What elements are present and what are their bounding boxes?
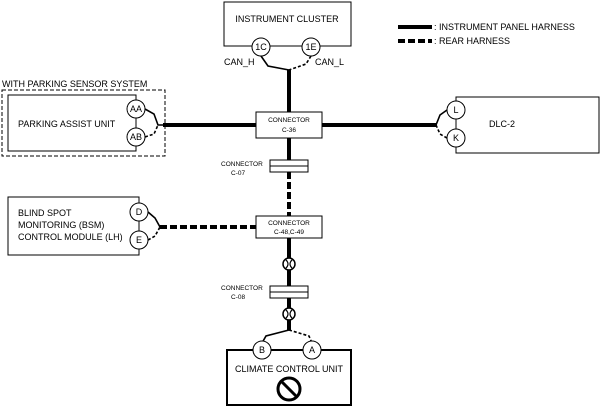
pin-a <box>302 340 322 360</box>
bsm-module-box <box>7 196 140 256</box>
pin-e <box>129 230 149 250</box>
twisted-pair-marker-upper <box>282 257 296 271</box>
wire-1c-can-h <box>260 55 290 71</box>
wire-1e-can-l <box>288 55 312 71</box>
parking-sensor-group-label: WITH PARKING SENSOR SYSTEM <box>2 79 147 89</box>
wire-ab <box>144 124 159 138</box>
connector-c36-word: CONNECTOR <box>268 117 310 124</box>
can-l-label: CAN_L <box>315 57 344 67</box>
pin-k <box>446 128 466 148</box>
connector-c07-word: CONNECTOR <box>221 161 263 168</box>
twisted-pair-icon <box>282 307 296 321</box>
parking-assist-group: WITH PARKING SENSOR SYSTEM PARKING ASSIS… <box>1 79 166 157</box>
pin-a-label: A <box>309 345 315 355</box>
instrument-cluster-box <box>223 1 352 47</box>
pin-l-label: L <box>453 105 458 115</box>
parking-option-dashed-frame <box>1 89 166 157</box>
bsm-label-line2: MONITORING (BSM) <box>18 220 104 230</box>
connector-c07: CONNECTOR C-07 <box>221 159 309 177</box>
wire-aa <box>144 108 163 126</box>
connector-c48-c49: CONNECTOR C-48,C-49 <box>255 215 323 239</box>
instrument-cluster: INSTRUMENT CLUSTER 1C 1E CAN_H CAN_L <box>223 1 352 71</box>
pin-b <box>252 340 272 360</box>
twisted-pair-marker-lower <box>282 307 296 321</box>
prohibited-ring <box>276 376 302 402</box>
connector-c48-id: C-48,C-49 <box>274 229 304 236</box>
pin-1c-label: 1C <box>255 42 267 52</box>
legend: : INSTRUMENT PANEL HARNESS : REAR HARNES… <box>398 22 575 46</box>
twist-strands <box>284 308 294 320</box>
wire-b <box>261 329 290 344</box>
pin-d-label: D <box>136 207 143 217</box>
wire-l <box>435 109 448 126</box>
connector-c36-box <box>255 111 323 139</box>
pin-aa <box>126 99 146 119</box>
pin-1c <box>251 37 271 57</box>
bsm-module: BLIND SPOT MONITORING (BSM) CONTROL MODU… <box>7 196 161 256</box>
pin-aa-label: AA <box>130 104 142 114</box>
climate-control-unit-label: CLIMATE CONTROL UNIT <box>235 364 344 374</box>
connector-c07-id: C-07 <box>231 170 245 177</box>
connector-c36-id: C-36 <box>282 127 296 134</box>
connector-c08-id: C-08 <box>231 294 245 301</box>
twist-strands <box>284 258 294 270</box>
legend-instrument-panel-harness: : INSTRUMENT PANEL HARNESS <box>434 22 575 32</box>
climate-control-unit-box <box>226 349 352 406</box>
dlc-2-label: DLC-2 <box>489 119 515 129</box>
parking-assist-unit-box <box>7 94 137 152</box>
legend-rear-harness: : REAR HARNESS <box>434 36 510 46</box>
pin-d <box>129 202 149 222</box>
dlc-2: DLC-2 L K <box>435 96 600 154</box>
prohibited-icon <box>276 376 302 402</box>
prohibited-slash <box>279 379 299 399</box>
connector-c48-box <box>255 215 323 239</box>
pin-k-label: K <box>453 133 459 143</box>
wire-e <box>147 226 161 241</box>
wire-k <box>435 124 448 139</box>
pin-b-label: B <box>259 345 265 355</box>
pin-ab <box>126 127 146 147</box>
bsm-label-line3: CONTROL MODULE (LH) <box>18 232 123 242</box>
connector-c08-word: CONNECTOR <box>221 285 263 292</box>
twisted-pair-icon <box>282 257 296 271</box>
can-h-label: CAN_H <box>224 57 255 67</box>
connector-c08: CONNECTOR C-08 <box>221 285 309 301</box>
pin-e-label: E <box>136 235 142 245</box>
wire-a <box>288 329 313 344</box>
instrument-cluster-label: INSTRUMENT CLUSTER <box>235 14 339 24</box>
wire-d <box>147 211 161 228</box>
parking-assist-unit-label: PARKING ASSIST UNIT <box>18 119 116 129</box>
pin-ab-label: AB <box>130 132 142 142</box>
connector-c48-word: CONNECTOR <box>268 220 310 227</box>
pin-1e <box>301 37 321 57</box>
pin-1e-label: 1E <box>305 42 316 52</box>
dlc-2-box <box>455 96 600 154</box>
pin-l <box>446 100 466 120</box>
climate-control-unit: B A CLIMATE CONTROL UNIT <box>226 329 352 406</box>
connector-c36: CONNECTOR C-36 <box>255 111 323 139</box>
bsm-label-line1: BLIND SPOT <box>18 208 72 218</box>
